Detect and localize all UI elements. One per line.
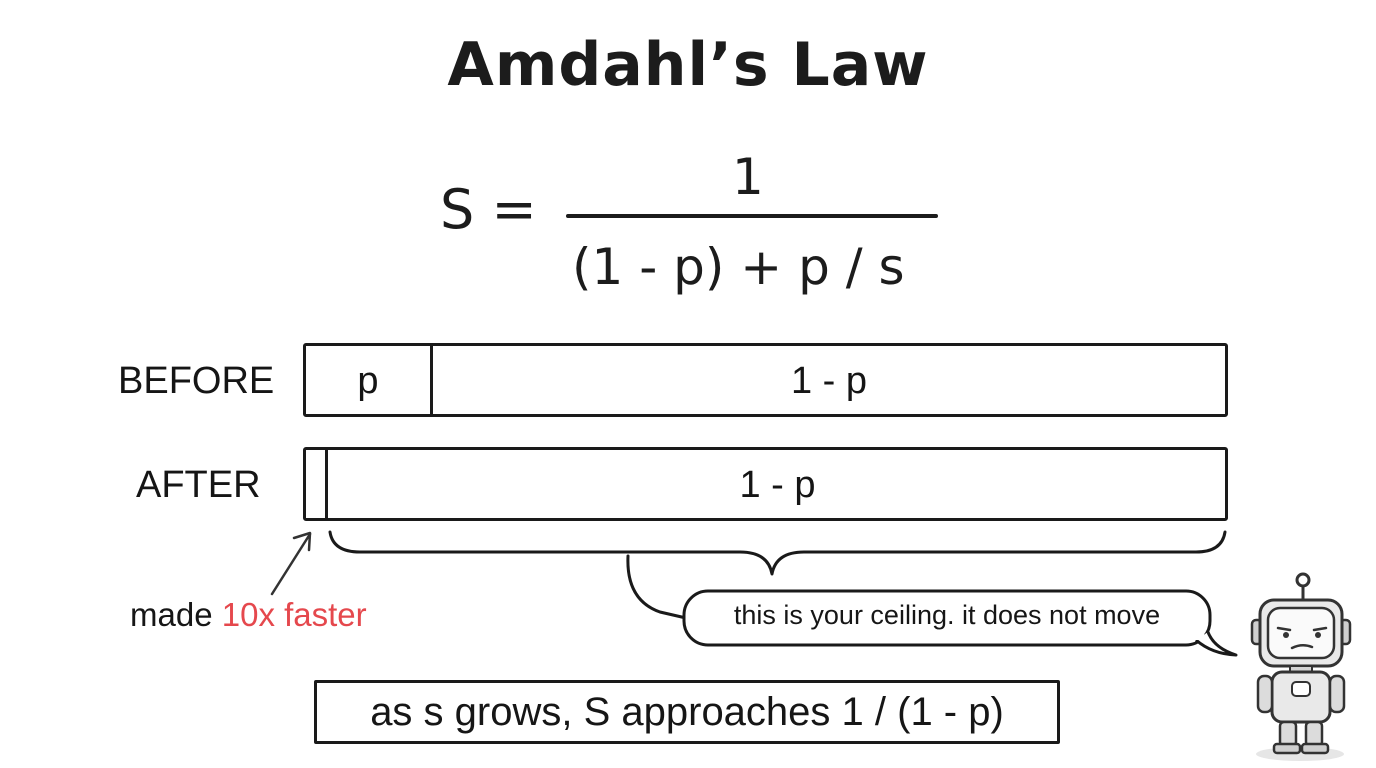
arrow-icon [270,531,312,596]
after-segment-rest: 1 - p [739,464,816,506]
before-bar [303,343,1228,417]
formula-fraction-line [566,214,938,218]
footer-box [314,680,1060,744]
page-title: Amdahl’s Law [447,30,929,100]
footer-text: as s grows, S approaches 1 / (1 - p) [370,690,1004,734]
before-label: BEFORE [118,360,275,402]
formula-denominator: (1 - p) + p / s [572,238,905,296]
made-faster-prefix: made [130,596,213,633]
brace-connector [626,554,688,620]
made-faster-accent: 10x faster [221,596,367,633]
after-bar [303,447,1228,521]
made-faster-note: made 10x faster [130,596,367,634]
formula-lhs: S = [440,178,537,241]
before-divider [430,345,433,415]
before-segment-p: p [357,360,379,402]
after-divider [325,449,328,519]
formula-numerator: 1 [732,148,764,206]
robot-mascot-icon [1250,572,1352,761]
before-segment-rest: 1 - p [790,360,868,402]
after-label: AFTER [136,464,261,506]
speech-bubble [682,589,1238,657]
curly-brace-icon [328,530,1227,576]
ceiling-bubble-text: this is your ceiling. it does not move [733,600,1161,630]
